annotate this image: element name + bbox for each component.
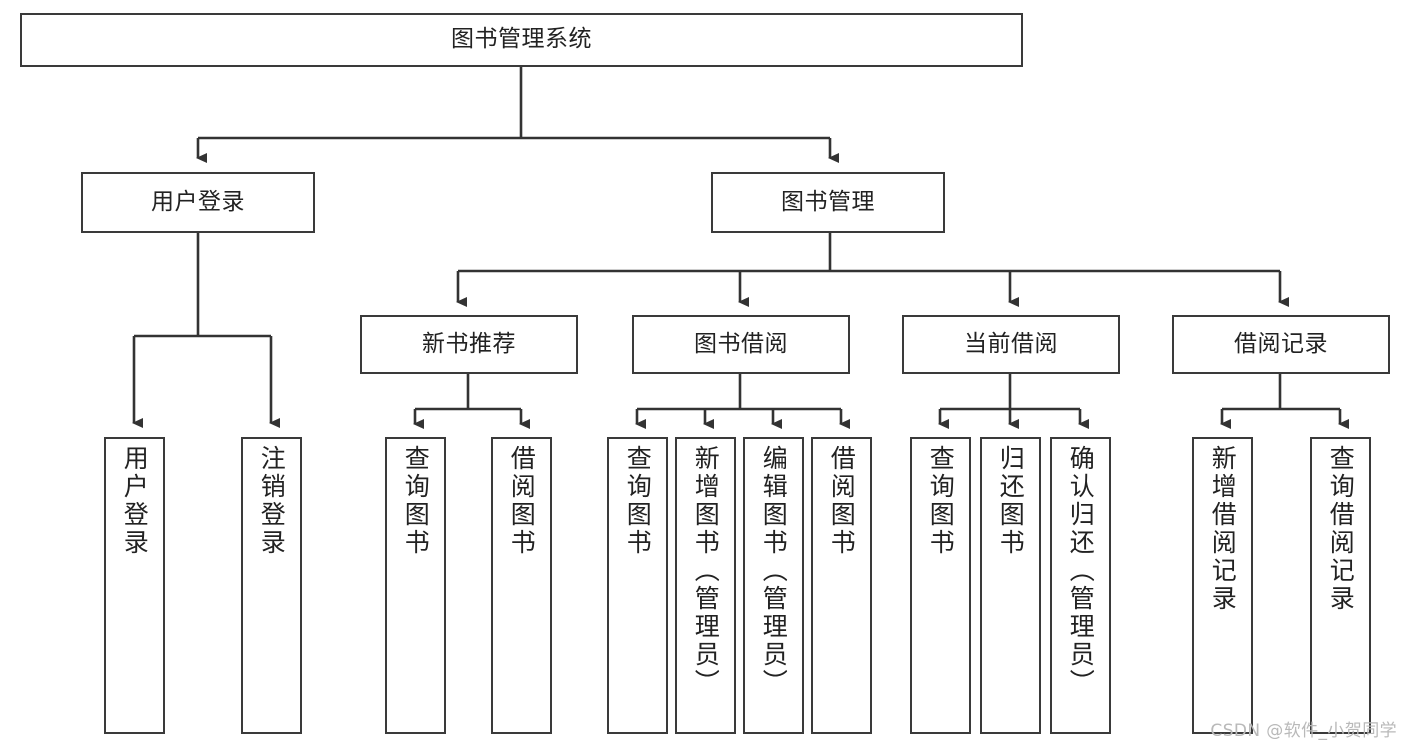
- leaf-book-borrow-query[interactable]: 查询图书: [607, 437, 668, 734]
- node-label: 新增图书（管理员）: [691, 445, 721, 697]
- leaf-new-book-query[interactable]: 查询图书: [385, 437, 446, 734]
- node-label: 借阅图书: [507, 445, 537, 557]
- node-label: 借阅图书: [827, 445, 857, 557]
- leaf-current-borrow-confirm-return[interactable]: 确认归还（管理员）: [1050, 437, 1111, 734]
- node-label: 查询图书: [401, 445, 431, 557]
- node-label: 图书管理: [781, 188, 875, 215]
- leaf-new-book-borrow[interactable]: 借阅图书: [491, 437, 552, 734]
- node-borrow-record[interactable]: 借阅记录: [1172, 315, 1390, 374]
- leaf-book-borrow-borrow[interactable]: 借阅图书: [811, 437, 872, 734]
- leaf-user-login-login[interactable]: 用户登录: [104, 437, 165, 734]
- node-label: 新书推荐: [422, 330, 516, 357]
- node-new-book-recommend[interactable]: 新书推荐: [360, 315, 578, 374]
- node-book-management[interactable]: 图书管理: [711, 172, 945, 233]
- leaf-borrow-record-query[interactable]: 查询借阅记录: [1310, 437, 1371, 734]
- node-label: 图书借阅: [694, 330, 788, 357]
- node-label: 确认归还（管理员）: [1066, 445, 1096, 697]
- leaf-book-borrow-add[interactable]: 新增图书（管理员）: [675, 437, 736, 734]
- node-root-system[interactable]: 图书管理系统: [20, 13, 1023, 67]
- node-label: 当前借阅: [964, 330, 1058, 357]
- node-label: 注销登录: [257, 445, 287, 557]
- node-current-borrow[interactable]: 当前借阅: [902, 315, 1120, 374]
- node-label: 查询图书: [926, 445, 956, 557]
- node-label: 归还图书: [996, 445, 1026, 557]
- leaf-current-borrow-return[interactable]: 归还图书: [980, 437, 1041, 734]
- node-label: 用户登录: [120, 445, 150, 557]
- node-label: 借阅记录: [1234, 330, 1328, 357]
- leaf-user-login-logout[interactable]: 注销登录: [241, 437, 302, 734]
- node-user-login[interactable]: 用户登录: [81, 172, 315, 233]
- node-label: 查询借阅记录: [1326, 445, 1356, 613]
- leaf-current-borrow-query[interactable]: 查询图书: [910, 437, 971, 734]
- leaf-book-borrow-edit[interactable]: 编辑图书（管理员）: [743, 437, 804, 734]
- leaf-borrow-record-add[interactable]: 新增借阅记录: [1192, 437, 1253, 734]
- node-book-borrow[interactable]: 图书借阅: [632, 315, 850, 374]
- node-label: 图书管理系统: [451, 26, 592, 53]
- node-label: 用户登录: [151, 188, 245, 215]
- node-label: 新增借阅记录: [1208, 445, 1238, 613]
- node-label: 查询图书: [623, 445, 653, 557]
- node-label: 编辑图书（管理员）: [759, 445, 789, 697]
